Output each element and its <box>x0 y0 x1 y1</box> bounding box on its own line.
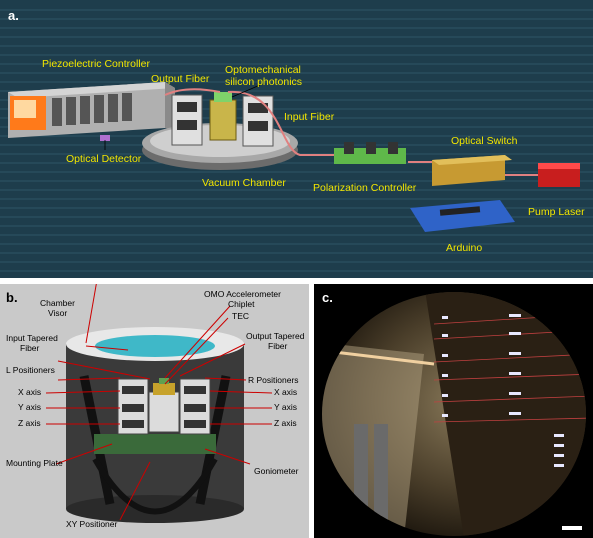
label-input-tapered: Input Tapered <box>6 333 58 343</box>
panel-b-label: b. <box>6 290 18 305</box>
label-z-axis-right: Z axis <box>274 418 297 428</box>
label-tec: TEC <box>232 311 249 321</box>
label-x-axis-left: X axis <box>18 387 42 397</box>
label-optomechanical-1: Optomechanical <box>225 64 301 76</box>
label-output-tapered: Output Tapered <box>246 331 305 341</box>
label-chiplet: Chiplet <box>228 299 255 309</box>
label-y-axis-left: Y axis <box>18 402 41 412</box>
positioner-stacks <box>117 378 211 435</box>
arduino-board <box>410 200 515 232</box>
panel-c-microscope-photo: c. <box>314 284 593 538</box>
label-optomechanical-2: silicon photonics <box>225 76 303 88</box>
label-input-fiber: Input Fiber <box>284 111 335 123</box>
label-output-tapered-fiber: Fiber <box>268 341 288 351</box>
label-goniometer: Goniometer <box>254 466 299 476</box>
panel-a-label: a. <box>8 8 19 23</box>
fiber-positioners <box>171 92 274 147</box>
label-vacuum-chamber: Vacuum Chamber <box>202 177 286 189</box>
panel-a-setup-render: a. Piezoelectric Controller Output Fiber… <box>0 0 593 278</box>
label-optical-switch: Optical Switch <box>451 135 518 147</box>
scale-bar <box>562 526 582 530</box>
label-piezoelectric-controller: Piezoelectric Controller <box>42 58 150 70</box>
polarization-controller <box>334 142 406 164</box>
callout-arrows <box>45 284 273 521</box>
label-optical-detector: Optical Detector <box>66 153 142 165</box>
piezo-controller-box <box>8 82 175 138</box>
label-xy-positioner: XY Positioner <box>66 519 118 529</box>
optical-switch <box>432 155 512 186</box>
optical-fibers <box>164 88 540 176</box>
panel-c-label: c. <box>322 290 333 305</box>
label-omo-accelerometer: OMO Accelerometer <box>204 289 281 299</box>
pump-laser <box>538 163 580 187</box>
label-output-fiber: Output Fiber <box>151 73 210 85</box>
label-l-positioners: L Positioners <box>6 365 55 375</box>
label-r-positioners: R Positioners <box>248 375 299 385</box>
leader-lines <box>104 84 261 150</box>
label-input-tapered-fiber: Fiber <box>20 343 40 353</box>
label-x-axis-right: X axis <box>274 387 298 397</box>
label-y-axis-right: Y axis <box>274 402 297 412</box>
label-mounting-plate: Mounting Plate <box>6 458 63 468</box>
panel-b-chamber-diagram: b. Chamber Visor Input Tapered Fiber OMO… <box>0 284 309 538</box>
label-pump-laser: Pump Laser <box>528 206 585 218</box>
microscope-view <box>314 284 593 538</box>
label-polarization-controller: Polarization Controller <box>313 182 417 194</box>
optical-detector <box>100 135 110 141</box>
label-chamber: Chamber <box>40 298 75 308</box>
chip-features <box>442 314 564 467</box>
setup-illustration <box>0 9 593 272</box>
label-z-axis-left: Z axis <box>18 418 41 428</box>
chamber-illustration <box>45 284 273 523</box>
label-visor: Visor <box>48 308 68 318</box>
label-arduino: Arduino <box>446 242 483 254</box>
